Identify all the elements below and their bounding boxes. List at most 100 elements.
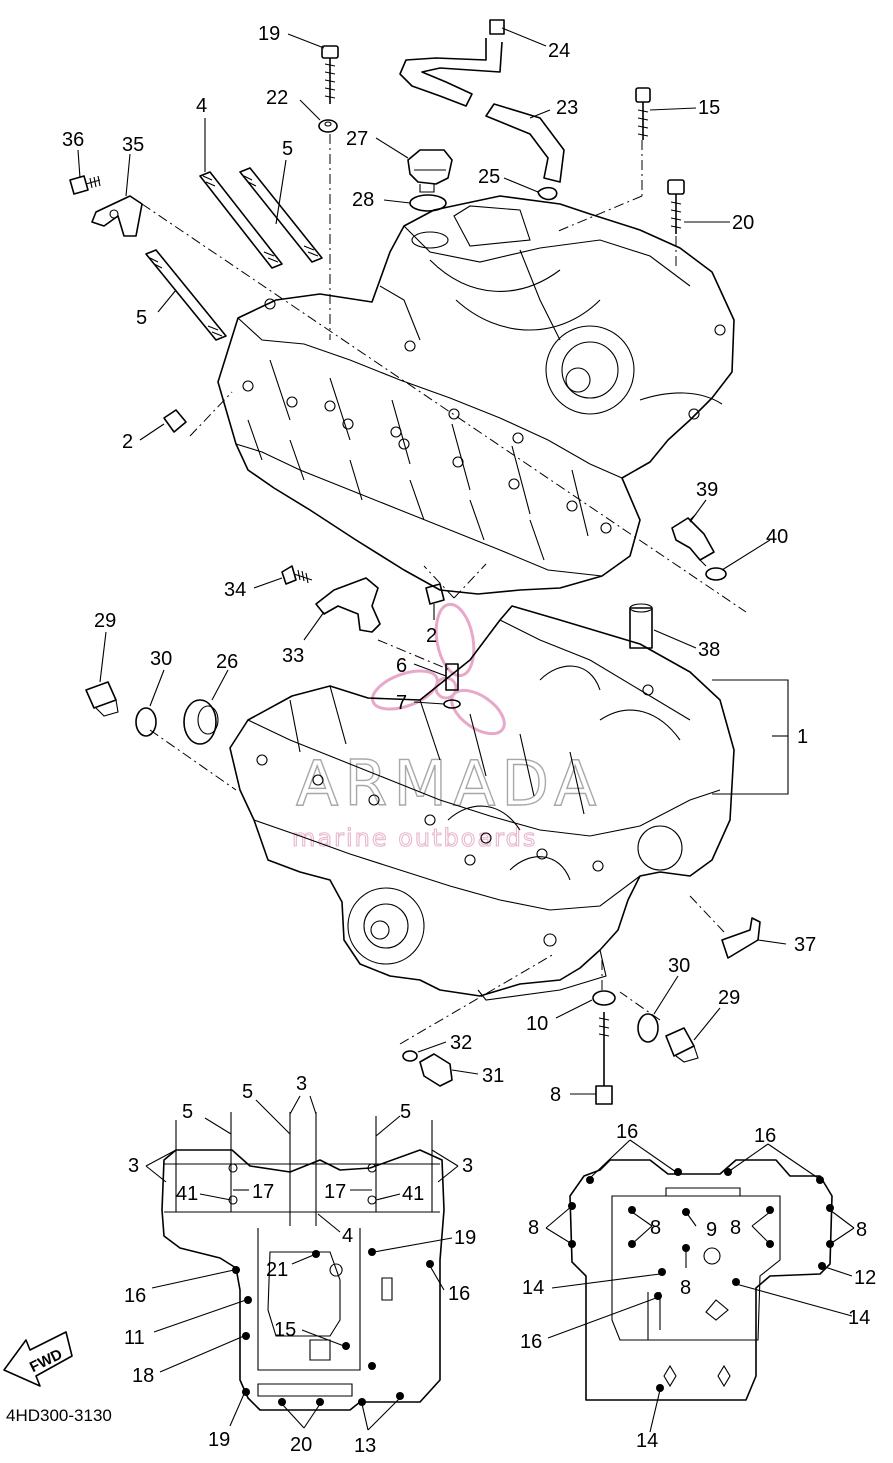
callout-3: 3 bbox=[296, 1073, 307, 1095]
callout-10: 10 bbox=[526, 1013, 548, 1035]
callout-25: 25 bbox=[478, 166, 500, 188]
diagram-code: 4HD300-3130 bbox=[6, 1406, 112, 1425]
callout-8: 8 bbox=[730, 1217, 741, 1239]
callout-19: 19 bbox=[258, 23, 280, 45]
callout-27: 27 bbox=[346, 128, 368, 150]
stud-bolt-5-top bbox=[239, 167, 323, 263]
callout-5: 5 bbox=[282, 138, 293, 160]
callout-7: 7 bbox=[396, 692, 407, 714]
callout-17: 17 bbox=[252, 1181, 274, 1203]
callout-38: 38 bbox=[698, 639, 720, 661]
callout-35: 35 bbox=[122, 134, 144, 156]
callout-8: 8 bbox=[650, 1217, 661, 1239]
dowel-2-lower bbox=[425, 583, 445, 605]
callout-16: 16 bbox=[616, 1121, 638, 1143]
callout-16: 16 bbox=[448, 1283, 470, 1305]
callout-4: 4 bbox=[196, 95, 207, 117]
lower-case-bolt-diagram bbox=[161, 1112, 445, 1411]
screw-34 bbox=[281, 565, 313, 585]
callout-8: 8 bbox=[680, 1277, 691, 1299]
drain-bolt-31 bbox=[419, 1053, 453, 1087]
callout-22: 22 bbox=[266, 87, 288, 109]
small-parts bbox=[69, 19, 761, 1105]
callout-23: 23 bbox=[556, 97, 578, 119]
callout-29: 29 bbox=[718, 987, 740, 1009]
watermark-tagline: marine outboards bbox=[292, 824, 537, 852]
callout-8: 8 bbox=[856, 1219, 867, 1241]
callout-6: 6 bbox=[396, 655, 407, 677]
forward-arrow-icon: FWD bbox=[3, 1331, 73, 1387]
upper-crankcase bbox=[217, 195, 735, 595]
callout-28: 28 bbox=[352, 189, 374, 211]
callout-13: 13 bbox=[354, 1435, 376, 1457]
callout-37: 37 bbox=[794, 934, 816, 956]
callout-2: 2 bbox=[426, 625, 437, 647]
callout-31: 31 bbox=[482, 1065, 504, 1087]
stud-bolt-5-left bbox=[145, 249, 227, 341]
plug-29-right bbox=[665, 1027, 699, 1063]
stud-bolt-4-top bbox=[199, 171, 283, 269]
callout-34: 34 bbox=[224, 579, 246, 601]
callout-8: 8 bbox=[550, 1084, 561, 1106]
clip-25 bbox=[537, 186, 558, 201]
oil-filler-cap-27 bbox=[407, 149, 453, 193]
o-ring-28 bbox=[409, 194, 447, 212]
oil-seal-26 bbox=[183, 699, 219, 745]
washer-22 bbox=[318, 119, 338, 133]
hose-23 bbox=[485, 103, 565, 183]
callout-39: 39 bbox=[696, 479, 718, 501]
callout-20: 20 bbox=[290, 1434, 312, 1456]
leader-lines bbox=[77, 27, 855, 1433]
dowel-pin-2-top bbox=[163, 409, 187, 433]
watermark-propeller-logo bbox=[371, 602, 506, 736]
callout-5: 5 bbox=[182, 1101, 193, 1123]
o-ring-30-right bbox=[637, 1013, 659, 1043]
callout-11: 11 bbox=[124, 1327, 145, 1349]
fwd-label: FWD bbox=[27, 1346, 65, 1376]
callout-3: 3 bbox=[128, 1155, 139, 1177]
upper-case-bolt-diagram bbox=[568, 1159, 834, 1401]
callout-14: 14 bbox=[848, 1307, 870, 1329]
lower-crankcase bbox=[229, 605, 735, 1001]
callout-3: 3 bbox=[462, 1155, 473, 1177]
callout-24: 24 bbox=[548, 40, 570, 62]
alignment-lines bbox=[141, 134, 747, 1045]
callout-5: 5 bbox=[400, 1101, 411, 1123]
callout-2: 2 bbox=[122, 431, 133, 453]
callout-40: 40 bbox=[766, 526, 788, 548]
callout-1: 1 bbox=[797, 726, 808, 748]
callout-16: 16 bbox=[124, 1285, 146, 1307]
callout-41: 41 bbox=[402, 1183, 424, 1205]
callout-5: 5 bbox=[136, 307, 147, 329]
callout-19: 19 bbox=[208, 1429, 230, 1451]
bolt-8 bbox=[595, 1012, 613, 1105]
callout-41: 41 bbox=[176, 1183, 198, 1205]
callout-12: 12 bbox=[854, 1267, 876, 1289]
callout-16: 16 bbox=[754, 1125, 776, 1147]
bracket-part-1 bbox=[712, 679, 789, 795]
bolt-36 bbox=[69, 175, 101, 195]
callout-17: 17 bbox=[324, 1181, 346, 1203]
callout-29: 29 bbox=[94, 610, 116, 632]
bolt-15-top bbox=[635, 87, 651, 140]
callout-20: 20 bbox=[732, 212, 754, 234]
callout-5: 5 bbox=[242, 1081, 253, 1103]
callout-32: 32 bbox=[450, 1032, 472, 1054]
o-ring-40 bbox=[705, 567, 727, 581]
callout-14: 14 bbox=[636, 1430, 658, 1452]
callout-9: 9 bbox=[706, 1219, 717, 1241]
pipe-38 bbox=[629, 603, 653, 649]
callout-30: 30 bbox=[150, 648, 172, 670]
callout-21: 21 bbox=[266, 1259, 288, 1281]
plug-29-left bbox=[85, 681, 119, 717]
sensor-39 bbox=[671, 513, 715, 567]
callout-15: 15 bbox=[698, 97, 720, 119]
dowel-6 bbox=[445, 663, 459, 691]
callout-8: 8 bbox=[528, 1217, 539, 1239]
callout-18: 18 bbox=[132, 1365, 154, 1387]
callout-16: 16 bbox=[520, 1331, 542, 1353]
callout-26: 26 bbox=[216, 651, 238, 673]
armada-watermark: ARMADA marine outboards bbox=[291, 602, 597, 853]
washer-10 bbox=[592, 990, 616, 1006]
